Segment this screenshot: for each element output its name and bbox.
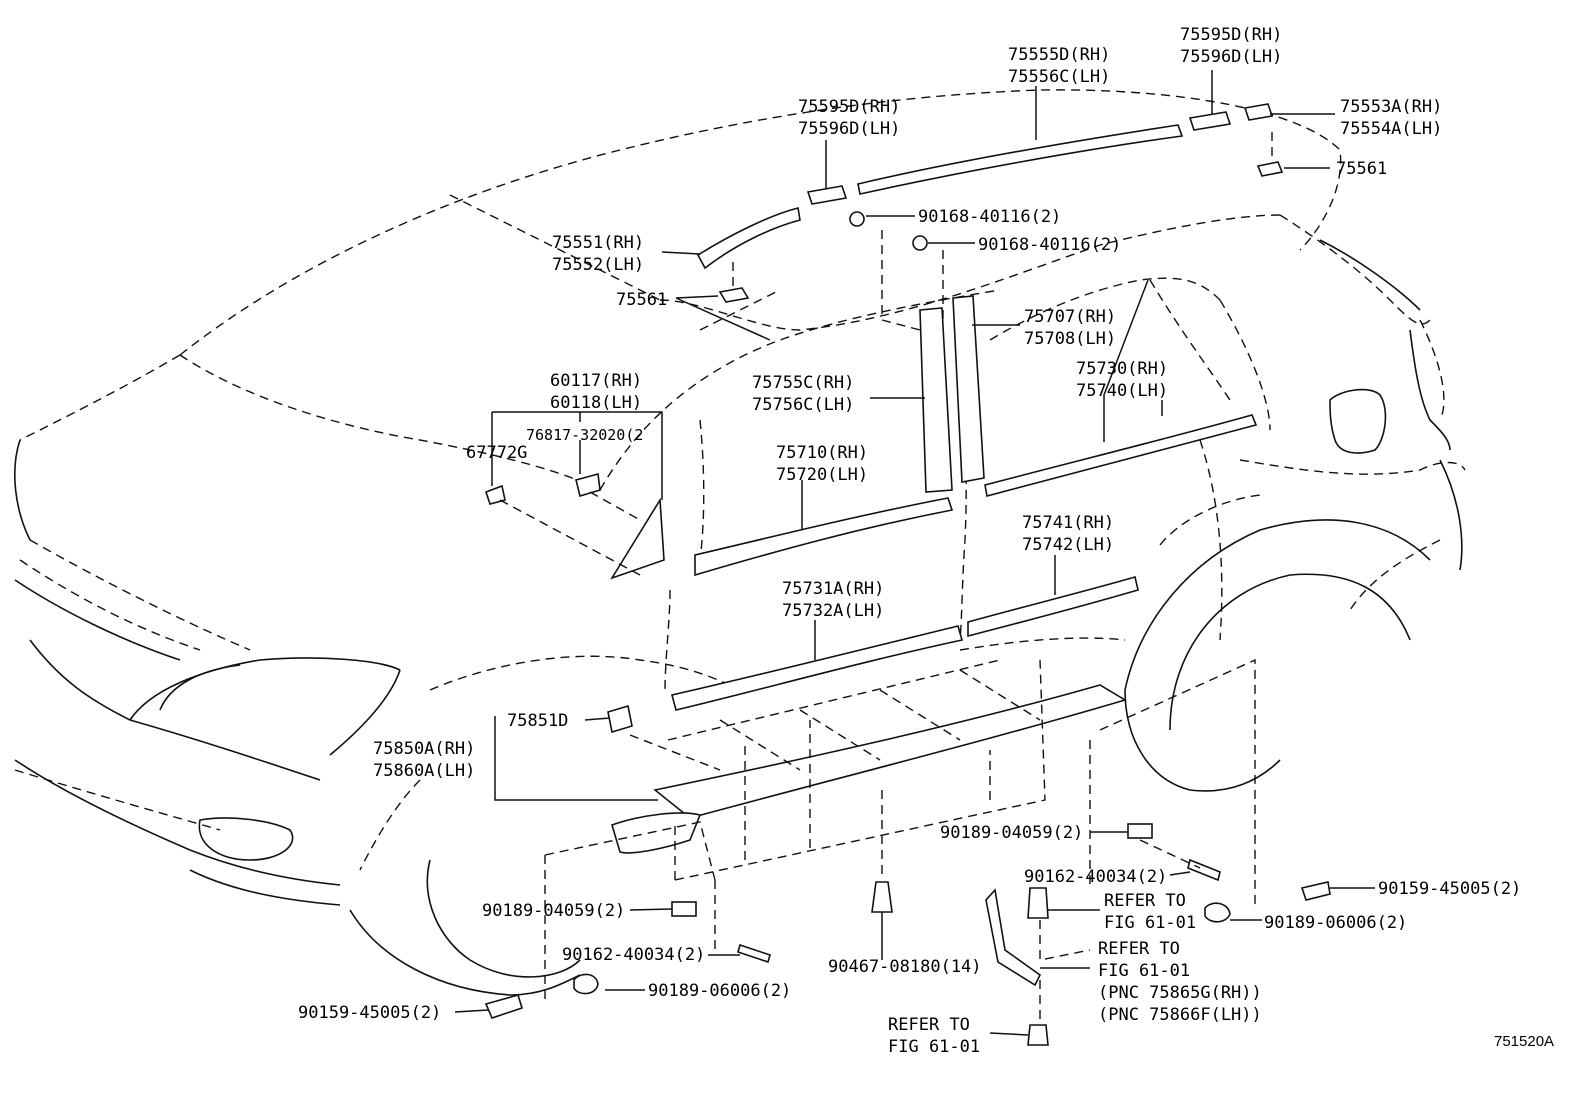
clip-75561-rear: [1256, 161, 1284, 177]
vehicle-outline: [14, 89, 1466, 996]
callout-75561-rear: 75561: [1336, 159, 1387, 179]
callout-90467: 90467-08180(14): [828, 957, 982, 977]
callout-75553a: 75553A(RH)75554A(LH): [1340, 97, 1442, 139]
roof-end-cap: [1243, 103, 1274, 121]
callout-90189-06006-left: 90189-06006(2): [648, 981, 791, 1001]
clip-90189-04059-right: [1127, 823, 1153, 839]
roof-moulding-front: [696, 207, 801, 270]
callout-75595d-rear: 75595D(RH)75596D(LH): [1180, 25, 1282, 67]
clip-76817: [575, 472, 601, 498]
callout-90189-06006-right: 90189-06006(2): [1264, 913, 1407, 933]
bolt-lower-refer: [1027, 1024, 1049, 1046]
body-side-moulding-front: [671, 625, 964, 711]
callout-75755c: 75755C(RH)75756C(LH): [752, 373, 854, 415]
screw-90159-right: [1300, 881, 1331, 901]
callout-75551: 75551(RH)75552(LH): [552, 233, 644, 275]
nut-90168-b: [912, 235, 928, 251]
roof-cap-piece: [806, 185, 848, 205]
callout-75850a: 75850A(RH)75860A(LH): [373, 739, 475, 781]
callout-90162-right: 90162-40034(2): [1024, 867, 1167, 887]
callout-75710: 75710(RH)75720(LH): [776, 443, 868, 485]
b-pillar-garnish-front: [919, 307, 953, 493]
bracket-pnc: [985, 888, 1042, 987]
callout-75555d: 75555D(RH)75556C(LH): [1008, 45, 1110, 87]
grommet-90189-06006-right: [1204, 902, 1231, 923]
callout-90189-04059-right: 90189-04059(2): [940, 823, 1083, 843]
roof-moulding-long: [857, 124, 1184, 195]
screw-90162-left: [737, 943, 771, 964]
bolt-upper-refer: [1027, 887, 1049, 919]
leader-lines: [454, 70, 1375, 1036]
belt-moulding-rear-door: [984, 414, 1258, 497]
callout-90159-right: 90159-45005(2): [1378, 879, 1521, 899]
nut-90168-a: [849, 211, 865, 227]
rocker-panel-front-end: [611, 812, 702, 854]
callout-75595d-front: 75595D(RH)75596D(LH): [798, 97, 900, 139]
clip-75851d: [607, 704, 633, 734]
callout-75731a: 75731A(RH)75732A(LH): [782, 579, 884, 621]
belt-moulding-front-door: [694, 497, 954, 577]
clip-90467: [871, 881, 893, 913]
body-side-moulding-rear: [967, 575, 1139, 638]
front-door-triangle-garnish: [610, 497, 665, 580]
callout-75707: 75707(RH)75708(LH): [1024, 307, 1116, 349]
callout-labels: 75595D(RH)75596D(LH) 75555D(RH)75556C(LH…: [298, 25, 1554, 1057]
figure-code: 751520A: [1494, 1033, 1554, 1050]
callout-90168-a: 90168-40116(2): [918, 207, 1061, 227]
clip-67772g: [484, 484, 506, 505]
parts: [484, 103, 1331, 1046]
screw-90159-left: [484, 994, 523, 1019]
clip-75561-front: [718, 287, 750, 303]
callout-75851d: 75851D: [507, 711, 568, 731]
callout-90189-04059-left: 90189-04059(2): [482, 901, 625, 921]
callout-75561-front: 75561: [616, 290, 667, 310]
grommet-90189-06006-left: [573, 973, 599, 995]
b-pillar-garnish-rear: [952, 295, 985, 483]
clip-90189-04059-left: [671, 901, 697, 917]
callout-90159-left: 90159-45005(2): [298, 1003, 441, 1023]
callout-75730: 75730(RH)75740(LH): [1076, 359, 1168, 401]
callout-90162-left: 90162-40034(2): [562, 945, 705, 965]
callout-60117: 60117(RH)60118(LH): [550, 371, 642, 413]
roof-cap-piece-rear: [1188, 111, 1232, 131]
screw-90162-right: [1187, 858, 1221, 882]
rocker-panel-moulding: [653, 684, 1127, 819]
callout-90168-b: 90168-40116(2): [978, 235, 1121, 255]
callout-76817: 76817-32020(2: [526, 426, 643, 444]
callout-75741: 75741(RH)75742(LH): [1022, 513, 1114, 555]
callout-67772g: 67772G: [466, 443, 527, 463]
assembly-dashes: [499, 132, 1273, 1020]
